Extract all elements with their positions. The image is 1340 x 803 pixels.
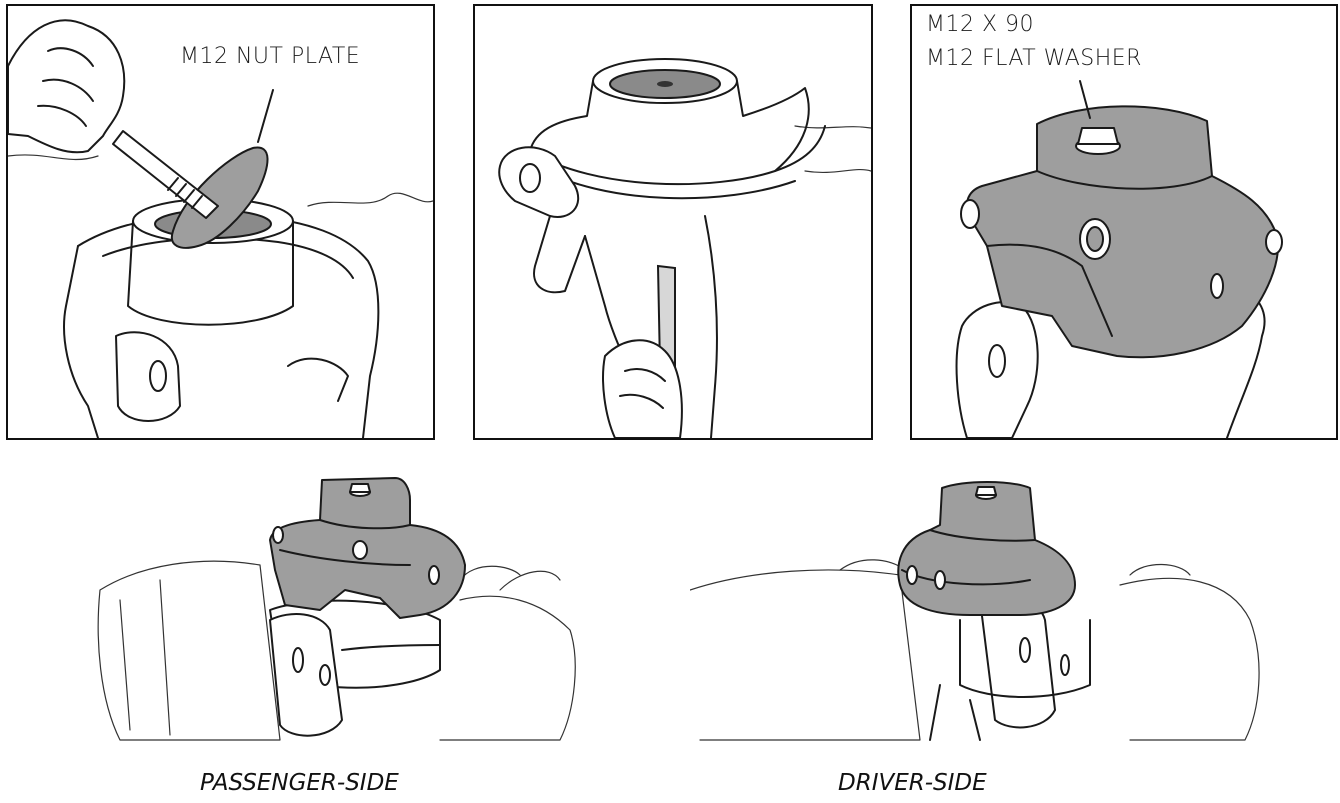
hand xyxy=(8,20,124,152)
passenger-side-caption: PASSENGER-SIDE xyxy=(200,770,399,796)
bolt-head xyxy=(1078,128,1118,144)
driver-side-caption: DRIVER-SIDE xyxy=(838,770,987,796)
driver-side-illustration xyxy=(690,470,1290,760)
step-panel-nut-plate: M12 NUT PLATE xyxy=(6,4,435,440)
driver-bracket xyxy=(898,482,1075,615)
leader-line xyxy=(258,90,273,142)
driver-side-view xyxy=(690,470,1290,760)
nut-plate-illustration xyxy=(8,6,433,438)
passenger-side-illustration xyxy=(80,470,620,760)
step-panel-bolt-install: M12 X 90 M12 FLAT WASHER xyxy=(910,4,1338,440)
nut-plate-label: M12 NUT PLATE xyxy=(180,44,360,69)
marking-illustration xyxy=(475,6,871,438)
washer-label: M12 FLAT WASHER xyxy=(926,46,1142,71)
bolt-size-label: M12 X 90 xyxy=(926,12,1034,37)
passenger-side-view xyxy=(80,470,620,760)
step-panel-marking xyxy=(473,4,873,440)
